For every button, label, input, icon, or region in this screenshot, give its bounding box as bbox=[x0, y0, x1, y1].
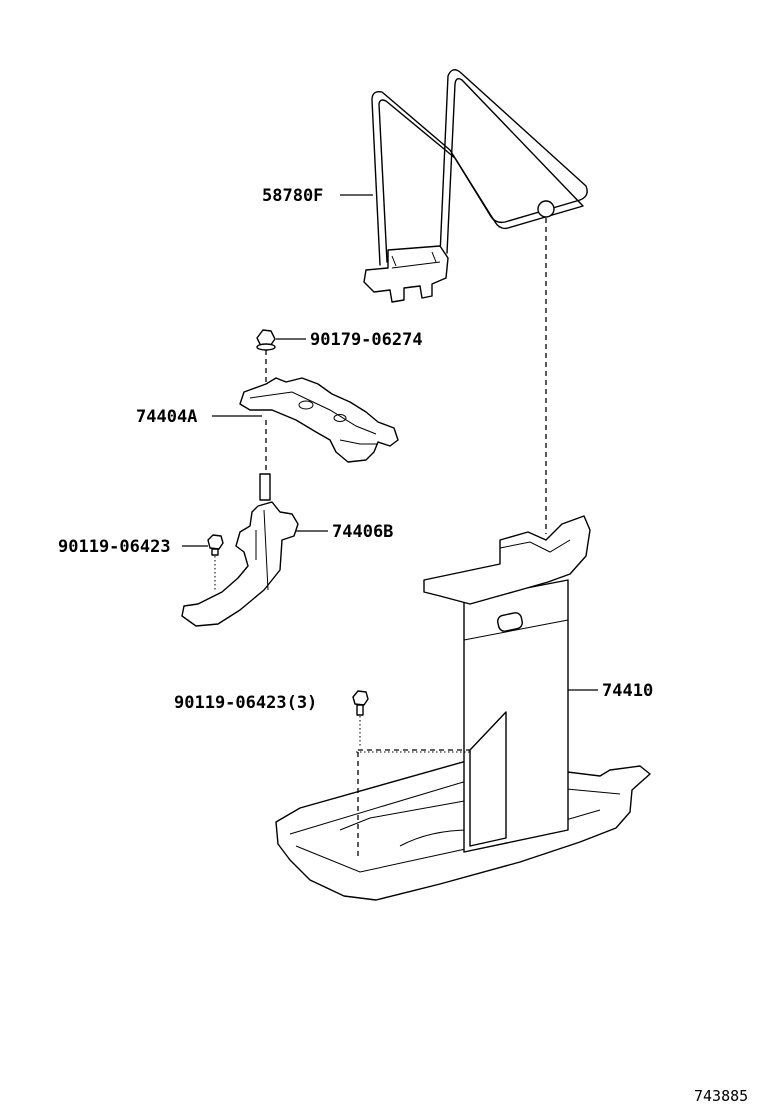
label-hold-down: 58780F bbox=[262, 186, 323, 206]
figure-ref: 743885 bbox=[694, 1087, 748, 1105]
label-nut: 90179-06274 bbox=[310, 330, 423, 350]
label-bracket-b: 74406B bbox=[332, 522, 393, 542]
battery-tray[interactable] bbox=[275, 515, 651, 901]
battery-bracket-a[interactable] bbox=[239, 377, 399, 463]
leader-lines bbox=[182, 194, 598, 691]
flange-nut[interactable] bbox=[256, 329, 276, 351]
label-tray: 74410 bbox=[602, 681, 653, 701]
battery-bracket-b[interactable] bbox=[181, 473, 299, 627]
bolt-tray[interactable] bbox=[352, 690, 369, 748]
label-bolt-tray: 90119-06423(3) bbox=[174, 693, 317, 713]
label-bracket-a: 74404A bbox=[136, 407, 197, 427]
battery-hold-down-clamp[interactable] bbox=[363, 69, 588, 303]
bolt-left[interactable] bbox=[207, 534, 224, 590]
label-bolt-left: 90119-06423 bbox=[58, 537, 171, 557]
alignment-lines bbox=[265, 218, 547, 860]
